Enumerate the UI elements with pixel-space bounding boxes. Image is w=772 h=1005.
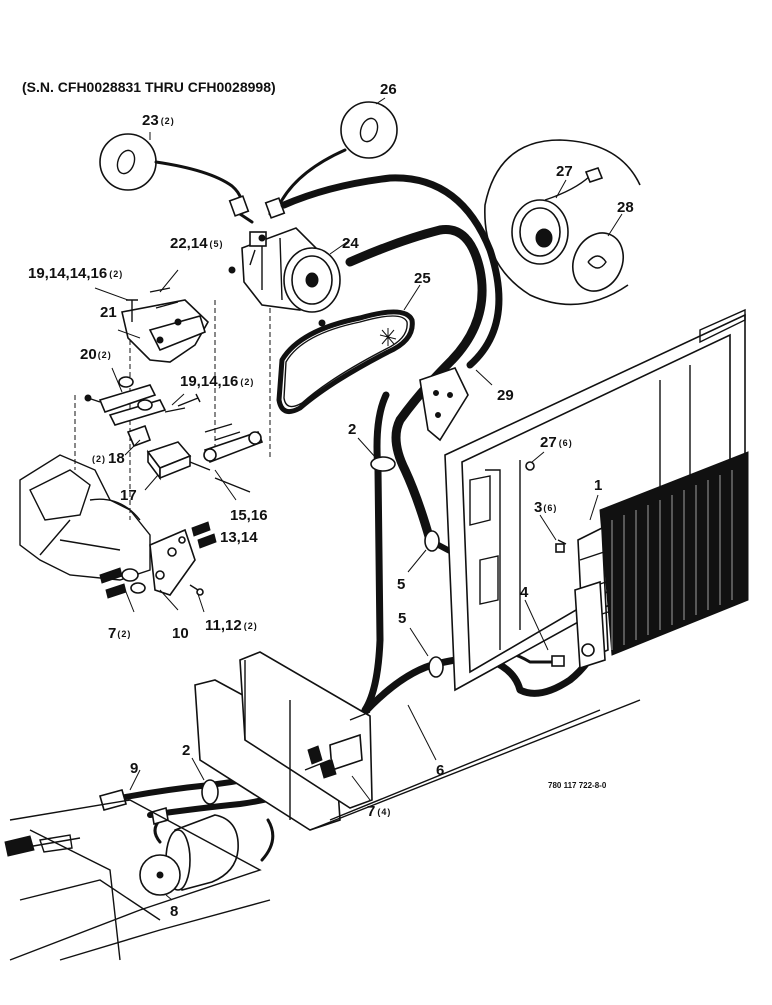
- bracket-assembly: [19, 269, 271, 613]
- callout-7-left: 7(2): [108, 625, 131, 642]
- callout-5-upper: 5: [397, 576, 405, 593]
- drive-belt: [276, 284, 421, 415]
- receiver-drier: [4, 769, 271, 961]
- callout-5-lower: 5: [398, 610, 406, 627]
- callout-23: 23(2): [142, 112, 175, 129]
- seal-ring-26: [340, 97, 398, 159]
- drawing-code: 780 117 722-8-0: [548, 781, 607, 790]
- callout-2-upper: 2: [348, 421, 356, 438]
- serial-header: (S.N. CFH0028831 THRU CFH0028998): [22, 79, 276, 95]
- callout-25: 25: [414, 270, 431, 287]
- callout-19-lower: 19,14,16(2): [180, 373, 254, 390]
- lower-bracket: [194, 651, 641, 831]
- callout-27-clutch: 27: [556, 163, 573, 180]
- callout-1: 1: [594, 477, 602, 494]
- hose-clamp-plate: [419, 367, 493, 442]
- compressor: [228, 227, 351, 327]
- callout-7-lower: 7(4): [367, 803, 391, 820]
- condenser-frame: [444, 308, 749, 692]
- seal-ring-23: [99, 132, 157, 191]
- callout-17: 17: [120, 487, 137, 504]
- callout-2-lower: 2: [182, 742, 190, 759]
- callout-3: 3(6): [534, 499, 557, 516]
- clamps-grommets: [191, 437, 444, 805]
- callout-6: 6: [436, 762, 444, 779]
- callout-22: 22,14(5): [170, 235, 224, 252]
- callout-10: 10: [172, 625, 189, 642]
- callout-11: 11,12(2): [205, 617, 258, 634]
- hose-lines: [107, 148, 604, 862]
- callout-20: 20(2): [80, 346, 112, 363]
- callout-27-frame: 27(6): [540, 434, 573, 451]
- callout-9: 9: [130, 760, 138, 777]
- clutch-inset: [484, 139, 641, 306]
- callout-4: 4: [520, 584, 529, 601]
- callout-28: 28: [617, 199, 634, 216]
- callout-29: 29: [497, 387, 514, 404]
- callout-26: 26: [380, 81, 397, 98]
- callout-15: 15,16: [230, 507, 268, 524]
- callout-21: 21: [100, 304, 117, 321]
- callout-labels: 23(2) 26 27 28 22,14(5) 24 19,14,14,16(2…: [28, 81, 634, 920]
- callout-24: 24: [342, 235, 359, 252]
- callout-19-upper: 19,14,14,16(2): [28, 265, 123, 282]
- callout-8: 8: [170, 903, 178, 920]
- callout-18: (2)18: [92, 450, 125, 467]
- callout-13: 13,14: [220, 529, 258, 546]
